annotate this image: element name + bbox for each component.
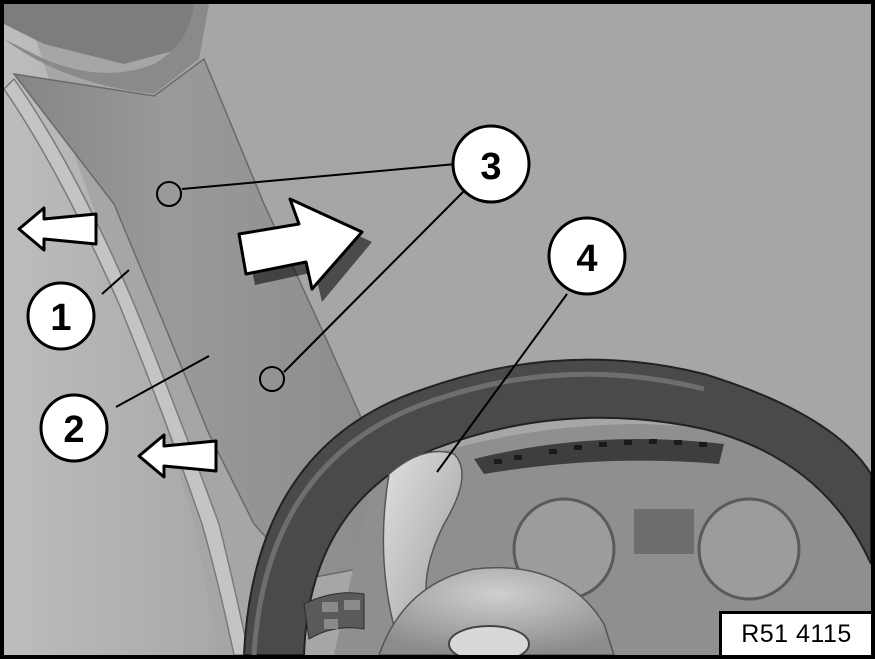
callout-3: 3 [451,124,531,204]
diagram-scene: 1 2 3 4 [4,4,871,655]
tachometer-gauge [697,497,801,601]
leader-line-3-upper [181,163,457,190]
leader-line-4 [436,293,568,473]
callout-4-label: 4 [576,238,597,280]
callout-1-label: 1 [50,297,71,339]
steering-wheel [242,358,871,655]
leader-line-1 [101,269,130,295]
info-display [634,509,694,554]
figure-code: R51 4115 [719,611,871,655]
leader-line-3-lower [283,188,467,373]
arrow-left-icon [137,433,218,479]
door-seal-strip [4,77,250,655]
roof-shadow [4,4,199,64]
clip-point-upper [156,181,182,207]
arrow-left-icon [17,206,98,252]
callout-1: 1 [26,281,96,351]
leader-line-2 [115,355,210,408]
pillar-top-edge [4,4,209,94]
instrument-lights [494,439,707,464]
multifunction-buttons [303,592,365,640]
callout-3-label: 3 [480,146,501,188]
arrow-right-icon [237,197,372,302]
instrument-hood [474,439,724,474]
callout-2-label: 2 [63,409,84,451]
steering-wheel-hub [378,566,615,655]
brand-emblem [448,625,530,655]
callout-4: 4 [547,216,627,296]
callout-2: 2 [39,393,109,463]
leader-lines [101,163,568,473]
clip-point-lower [259,366,285,392]
steering-wheel-spoke [382,450,463,646]
